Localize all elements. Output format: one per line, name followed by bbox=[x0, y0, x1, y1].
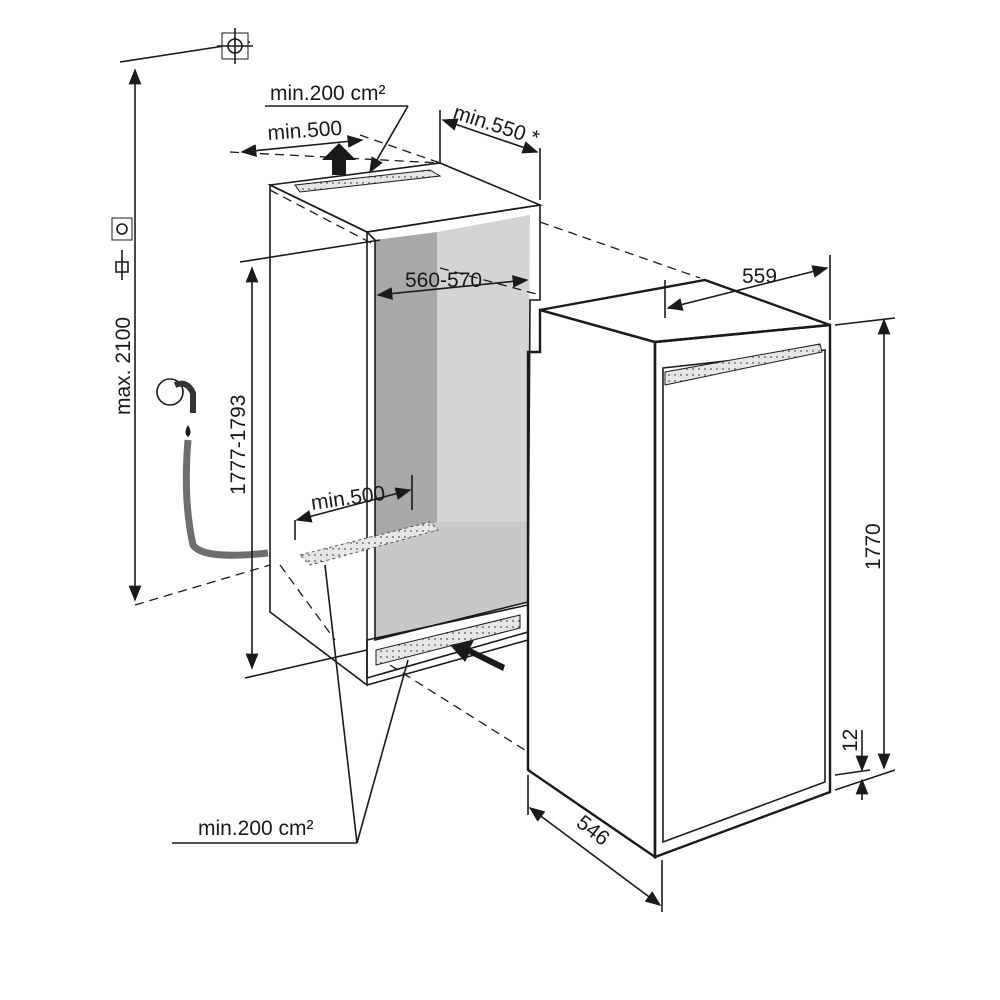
niche-height-dimension: 1777-1793 bbox=[227, 239, 381, 679]
plinth-grille bbox=[375, 614, 521, 666]
appliance-height-dimension: 1770 bbox=[834, 317, 896, 791]
fridge-door bbox=[662, 349, 826, 844]
max-height-dimension: max. 2100 bbox=[111, 41, 251, 602]
niche-interior-back bbox=[437, 215, 530, 522]
air-in-arrow bbox=[450, 640, 505, 671]
appliance-width-dimension: 559 bbox=[664, 255, 831, 320]
niche-width-label: 560-570 bbox=[405, 269, 482, 292]
water-tap-icon bbox=[156, 378, 184, 406]
appliance-height-label: 1770 bbox=[862, 523, 885, 570]
fridge-side bbox=[526, 308, 657, 860]
appliance-depth-dimension: 546 bbox=[527, 775, 663, 912]
appliance-width-label: 559 bbox=[742, 265, 777, 288]
top-vent-depth-label: min.500 bbox=[267, 117, 343, 145]
max-height-label: max. 2100 bbox=[112, 317, 135, 415]
bottom-vent-area-callout: min.200 cm² bbox=[172, 564, 409, 844]
fridge-top bbox=[539, 278, 831, 344]
bottom-vent-area-label: min.200 cm² bbox=[198, 817, 314, 840]
water-hose bbox=[182, 439, 269, 559]
niche-width-dimension: 560-570 bbox=[376, 269, 529, 300]
fridge-top-vent bbox=[664, 343, 823, 386]
top-vent-dimensions: min.200 cm² min.500 bbox=[240, 82, 409, 174]
level-target-icon bbox=[217, 28, 253, 64]
floor-vent-grille bbox=[299, 521, 439, 566]
niche-depth-label: min.550 * bbox=[450, 101, 541, 150]
plinth-gap-dimension: 12 bbox=[834, 729, 871, 800]
socket-icon bbox=[111, 217, 133, 241]
fridge-front bbox=[653, 323, 832, 859]
water-drop-icon bbox=[185, 425, 191, 437]
fridge-appliance bbox=[526, 278, 832, 860]
niche-interior-left-wall bbox=[375, 232, 437, 548]
air-out-arrow bbox=[322, 143, 356, 175]
top-vent-grille bbox=[294, 169, 442, 193]
plug-icon bbox=[115, 250, 129, 280]
water-connection bbox=[156, 378, 269, 559]
niche-height-label: 1777-1793 bbox=[227, 395, 250, 495]
niche-side-panel bbox=[269, 183, 368, 687]
plinth-gap-label: 12 bbox=[839, 729, 862, 752]
top-vent-area-label: min.200 cm² bbox=[270, 82, 386, 105]
niche-interior-floor bbox=[375, 522, 528, 640]
niche-cabinet bbox=[267, 162, 543, 687]
